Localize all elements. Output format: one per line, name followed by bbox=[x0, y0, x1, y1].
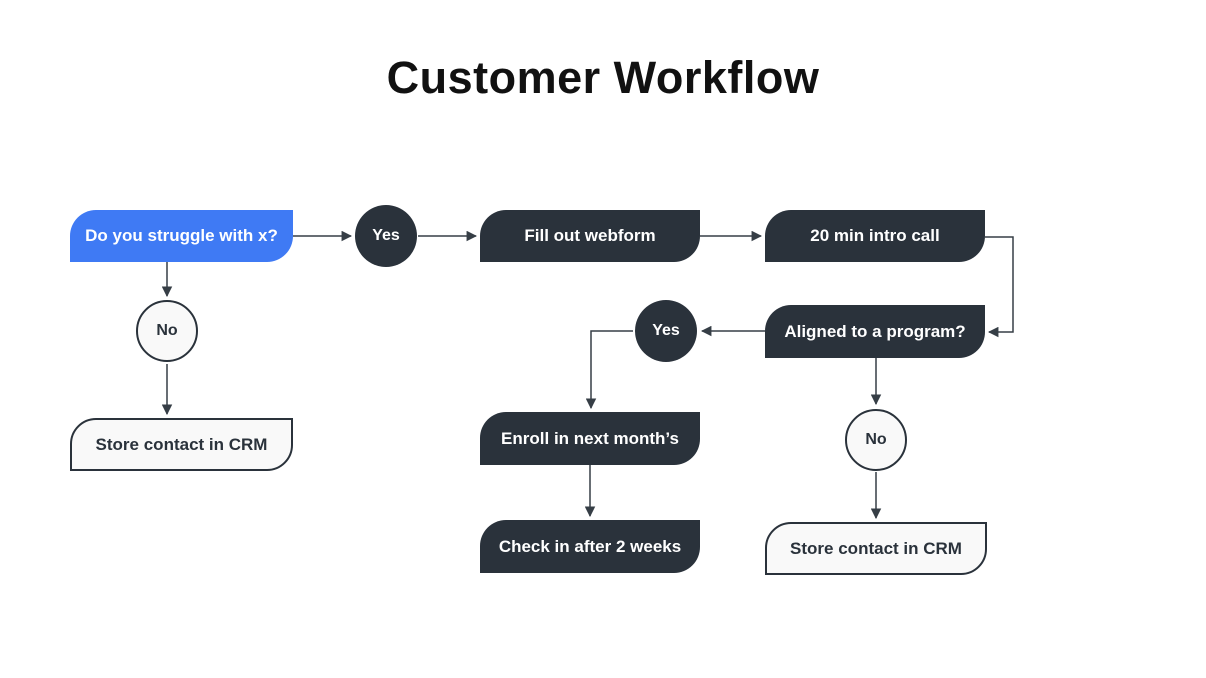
page-title: Customer Workflow bbox=[386, 52, 820, 103]
node-yes-1[interactable]: Yes bbox=[355, 205, 417, 267]
node-intro-call-label: 20 min intro call bbox=[810, 226, 940, 245]
node-start-label: Do you struggle with x? bbox=[85, 226, 278, 245]
node-yes-1-label: Yes bbox=[372, 227, 400, 244]
node-check-in-label: Check in after 2 weeks bbox=[498, 536, 682, 556]
node-fill-webform-label: Fill out webform bbox=[524, 226, 656, 245]
node-store-crm-left-label: Store contact in CRM bbox=[95, 434, 268, 454]
node-no-2-label: No bbox=[865, 431, 887, 448]
node-store-crm-right-label: Store contact in CRM bbox=[790, 538, 962, 558]
arrow-yes2-to-enroll bbox=[585, 330, 633, 410]
node-no-2[interactable]: No bbox=[845, 409, 907, 471]
node-yes-2-label: Yes bbox=[652, 322, 680, 339]
node-fill-webform[interactable]: Fill out webform bbox=[480, 210, 700, 262]
node-store-crm-right[interactable]: Store contact in CRM bbox=[765, 522, 987, 575]
node-yes-2[interactable]: Yes bbox=[635, 300, 697, 362]
node-no-1-label: No bbox=[156, 322, 178, 339]
node-store-crm-left[interactable]: Store contact in CRM bbox=[70, 418, 293, 471]
arrow-intro-call-to-aligned bbox=[985, 236, 1014, 338]
node-start-question[interactable]: Do you struggle with x? bbox=[70, 210, 293, 262]
node-check-in[interactable]: Check in after 2 weeks bbox=[480, 520, 700, 573]
node-aligned-question[interactable]: Aligned to a program? bbox=[765, 305, 985, 358]
node-enroll[interactable]: Enroll in next month’s bbox=[480, 412, 700, 465]
node-intro-call[interactable]: 20 min intro call bbox=[765, 210, 985, 262]
node-no-1[interactable]: No bbox=[136, 300, 198, 362]
node-aligned-question-label: Aligned to a program? bbox=[784, 321, 966, 341]
node-enroll-label: Enroll in next month’s bbox=[501, 428, 679, 448]
